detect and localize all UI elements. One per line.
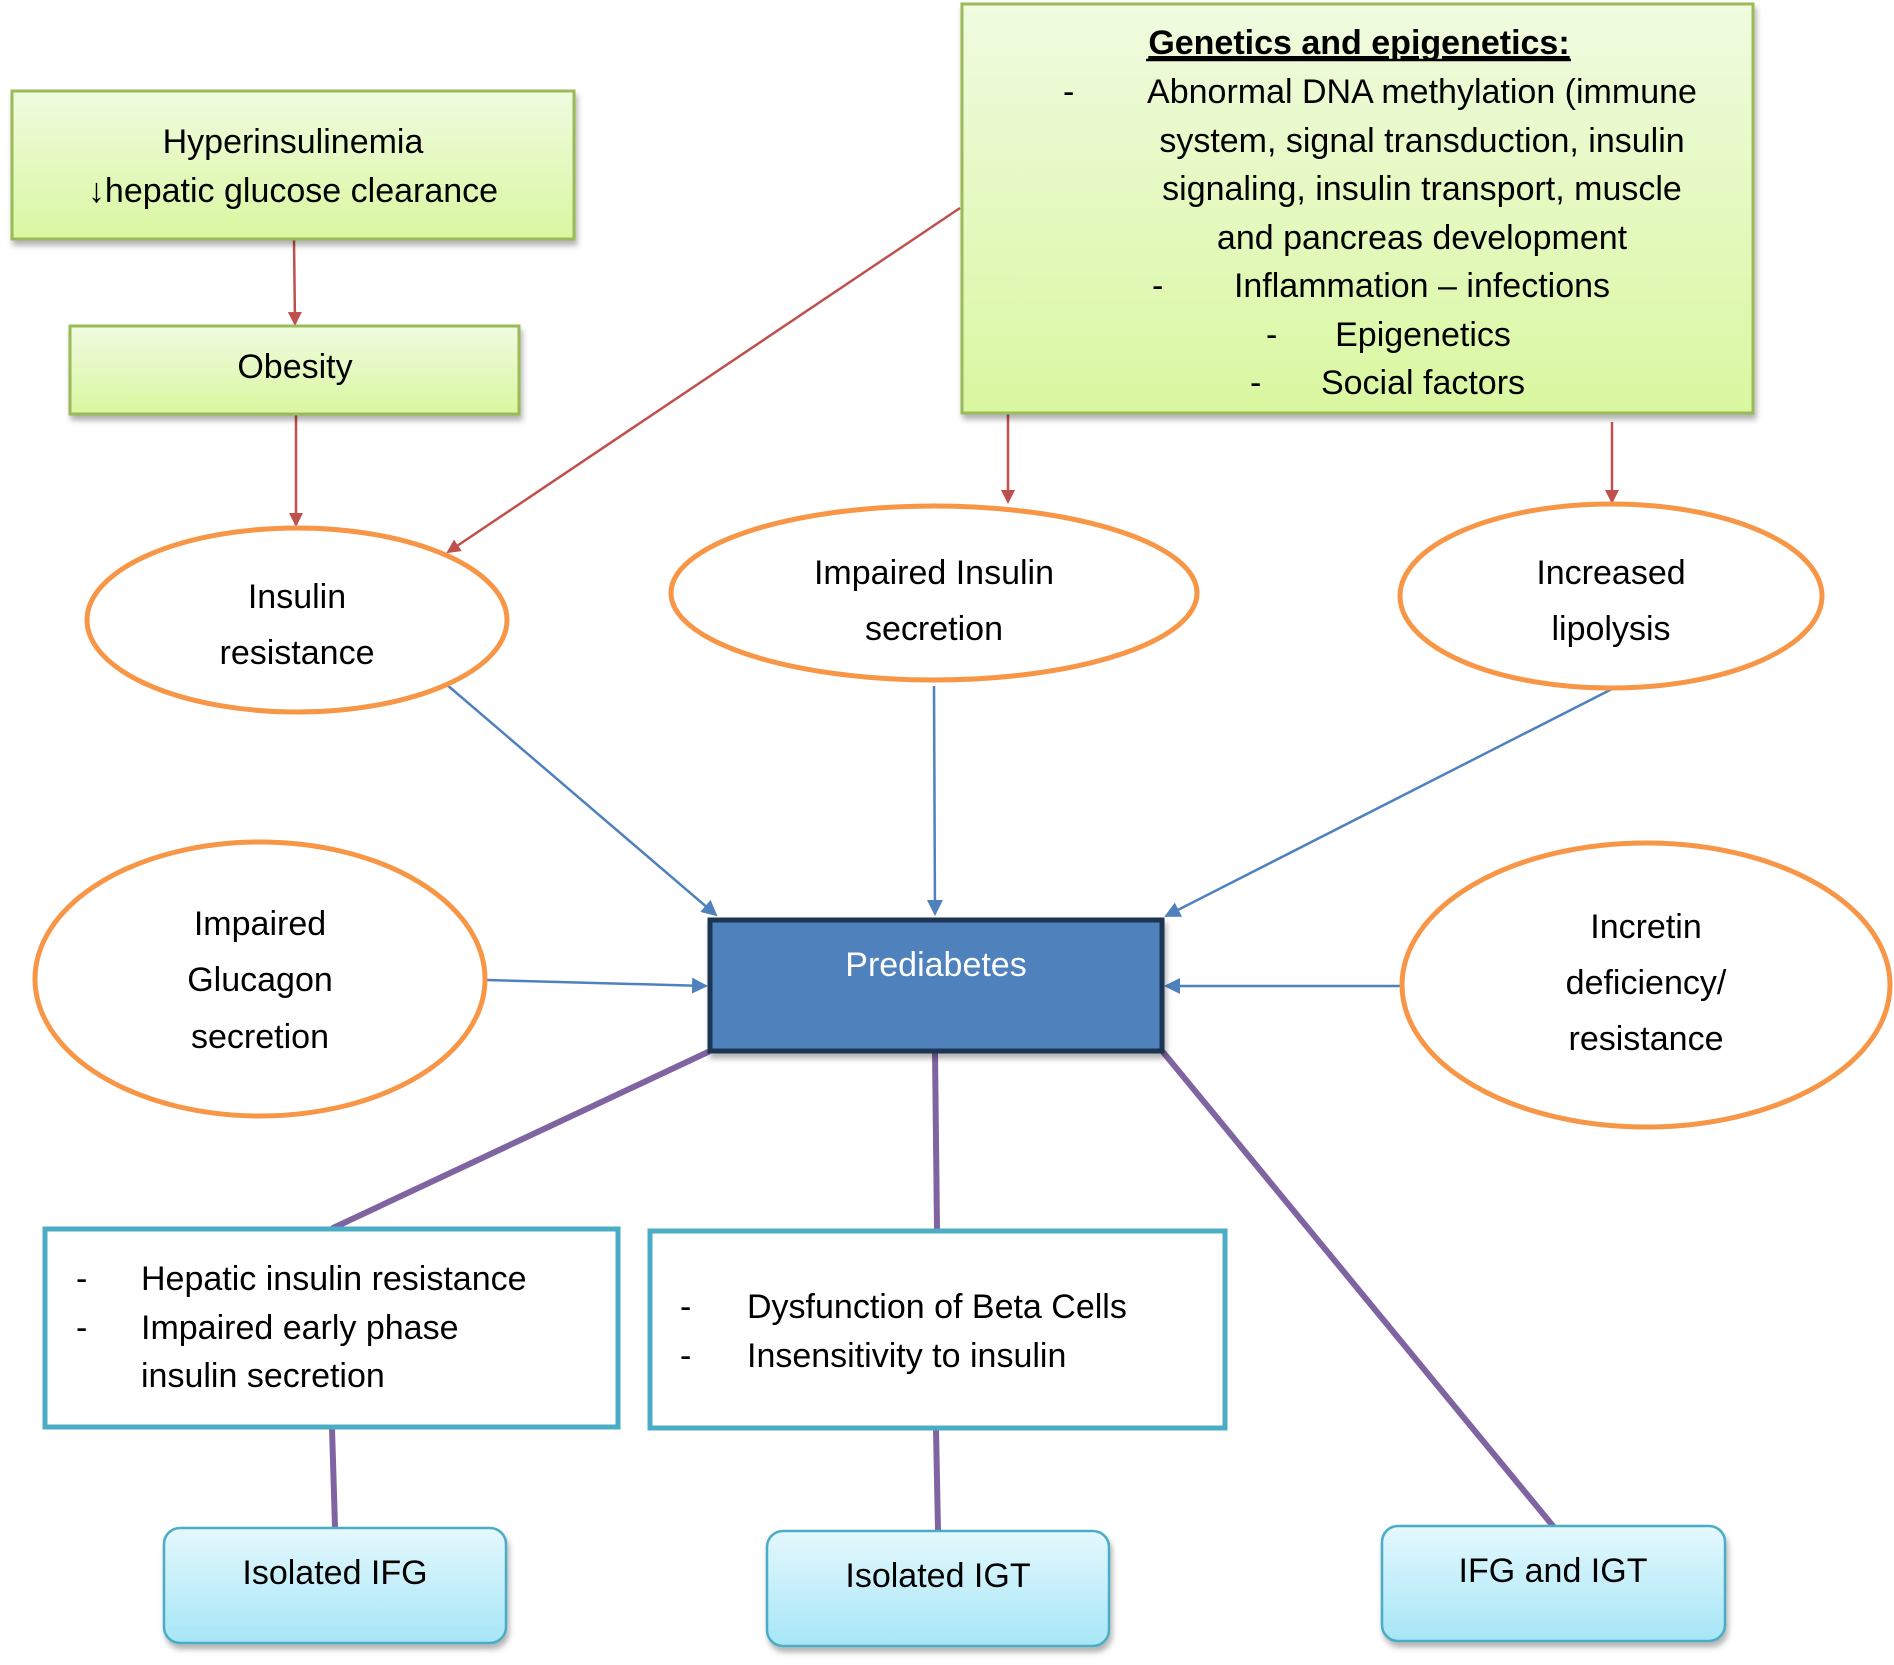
genetics-title: Genetics and epigenetics:: [1148, 24, 1569, 62]
isolated-igt-label: Isolated IGT: [845, 1557, 1030, 1595]
left-bullet-1: -: [76, 1260, 87, 1298]
ellipse-insulin-resistance: Insulin resistance: [84, 525, 510, 715]
arrow-lipolysis-to-prediabetes: [1164, 687, 1613, 918]
connector-prediabetes-to-ifg-igt: [1160, 1049, 1556, 1529]
red-arrows: [287, 206, 1619, 554]
genetics-bullet-1: -: [1063, 73, 1074, 111]
outcome-isolated-igt: Isolated IGT: [765, 1529, 1111, 1648]
middle-bullet-2: -: [680, 1337, 691, 1375]
genetics-item-3: Epigenetics: [1335, 316, 1511, 354]
incretin-line-2: deficiency/: [1566, 964, 1727, 1002]
arrow-insulin-resistance-to-prediabetes: [445, 683, 718, 917]
prediabetes-box: Prediabetes: [707, 917, 1165, 1054]
dysfunction-of-beta-cells: Dysfunction of Beta Cells: [747, 1288, 1127, 1326]
insulin-resistance-line-1: Insulin: [248, 578, 346, 616]
ellipse-impaired-insulin-secretion: Impaired Insulin secretion: [668, 503, 1200, 683]
incretin-line-3: resistance: [1569, 1020, 1724, 1058]
genetics-item-1-line-1: Abnormal DNA methylation (immune: [1147, 73, 1697, 111]
ifg-and-igt-label: IFG and IGT: [1459, 1552, 1648, 1590]
left-bullet-2: -: [76, 1309, 87, 1347]
genetics-item-1-line-4: and pancreas development: [1217, 219, 1628, 257]
hyperinsulinemia-label: Hyperinsulinemia: [163, 123, 424, 161]
mechanism-box-left: - Hepatic insulin resistance - Impaired …: [42, 1226, 621, 1430]
obesity-box: Obesity: [68, 324, 521, 416]
impaired-glucagon-line-1: Impaired: [194, 905, 326, 943]
impaired-glucagon-line-2: Glucagon: [187, 961, 333, 999]
impaired-insulin-secretion-line-2: secretion: [865, 610, 1003, 648]
middle-bullet-1: -: [680, 1288, 691, 1326]
connector-prediabetes-to-left-box: [330, 1049, 711, 1231]
genetics-item-4: Social factors: [1321, 364, 1525, 402]
genetics-box: Genetics and epigenetics: - Abnormal DNA…: [960, 2, 1755, 415]
mechanism-box-middle: - Dysfunction of Beta Cells - Insensitiv…: [647, 1228, 1228, 1431]
impaired-insulin-secretion-line-1: Impaired Insulin: [814, 554, 1054, 592]
hepatic-glucose-clearance-label: ↓hepatic glucose clearance: [88, 172, 498, 210]
impaired-early-phase-line-2: insulin secretion: [141, 1357, 385, 1395]
arrow-hyperinsulinemia-to-obesity: [287, 239, 302, 326]
genetics-bullet-4: -: [1250, 364, 1261, 402]
genetics-bullet-2: -: [1152, 267, 1163, 305]
hepatic-insulin-resistance: Hepatic insulin resistance: [141, 1260, 527, 1298]
ellipse-impaired-glucagon-secretion: Impaired Glucagon secretion: [32, 839, 488, 1119]
ellipse-incretin-deficiency: Incretin deficiency/ resistance: [1399, 840, 1893, 1130]
prediabetes-label: Prediabetes: [845, 946, 1026, 984]
insensitivity-to-insulin: Insensitivity to insulin: [747, 1337, 1066, 1375]
genetics-item-1-line-3: signaling, insulin transport, muscle: [1162, 170, 1682, 208]
outcome-isolated-ifg: Isolated IFG: [162, 1526, 508, 1645]
incretin-line-1: Incretin: [1590, 908, 1702, 946]
isolated-ifg-label: Isolated IFG: [242, 1554, 427, 1592]
impaired-early-phase-line-1: Impaired early phase: [141, 1309, 459, 1347]
purple-connectors: [329, 1049, 1556, 1533]
hyperinsulinemia-box: Hyperinsulinemia ↓hepatic glucose cleara…: [10, 89, 576, 241]
connector-prediabetes-to-middle-box: [932, 1049, 940, 1232]
connector-left-box-to-isolated-ifg: [329, 1425, 338, 1530]
increased-lipolysis-line-2: lipolysis: [1551, 610, 1670, 648]
insulin-resistance-line-2: resistance: [220, 634, 375, 672]
ellipse-increased-lipolysis: Increased lipolysis: [1397, 501, 1825, 691]
impaired-glucagon-line-3: secretion: [191, 1018, 329, 1056]
genetics-bullet-3: -: [1266, 316, 1277, 354]
blue-arrows: [445, 683, 1613, 994]
arrow-glucagon-to-prediabetes: [486, 977, 708, 994]
connector-middle-box-to-isolated-igt: [933, 1427, 941, 1533]
arrow-genetics-to-insulin-resistance: [446, 206, 961, 554]
outcome-ifg-and-igt: IFG and IGT: [1380, 1524, 1727, 1643]
arrow-impaired-secretion-to-prediabetes: [926, 685, 943, 916]
genetics-item-2: Inflammation – infections: [1234, 267, 1610, 305]
increased-lipolysis-line-1: Increased: [1536, 554, 1685, 592]
obesity-label: Obesity: [237, 348, 352, 386]
genetics-item-1-line-2: system, signal transduction, insulin: [1159, 122, 1684, 160]
